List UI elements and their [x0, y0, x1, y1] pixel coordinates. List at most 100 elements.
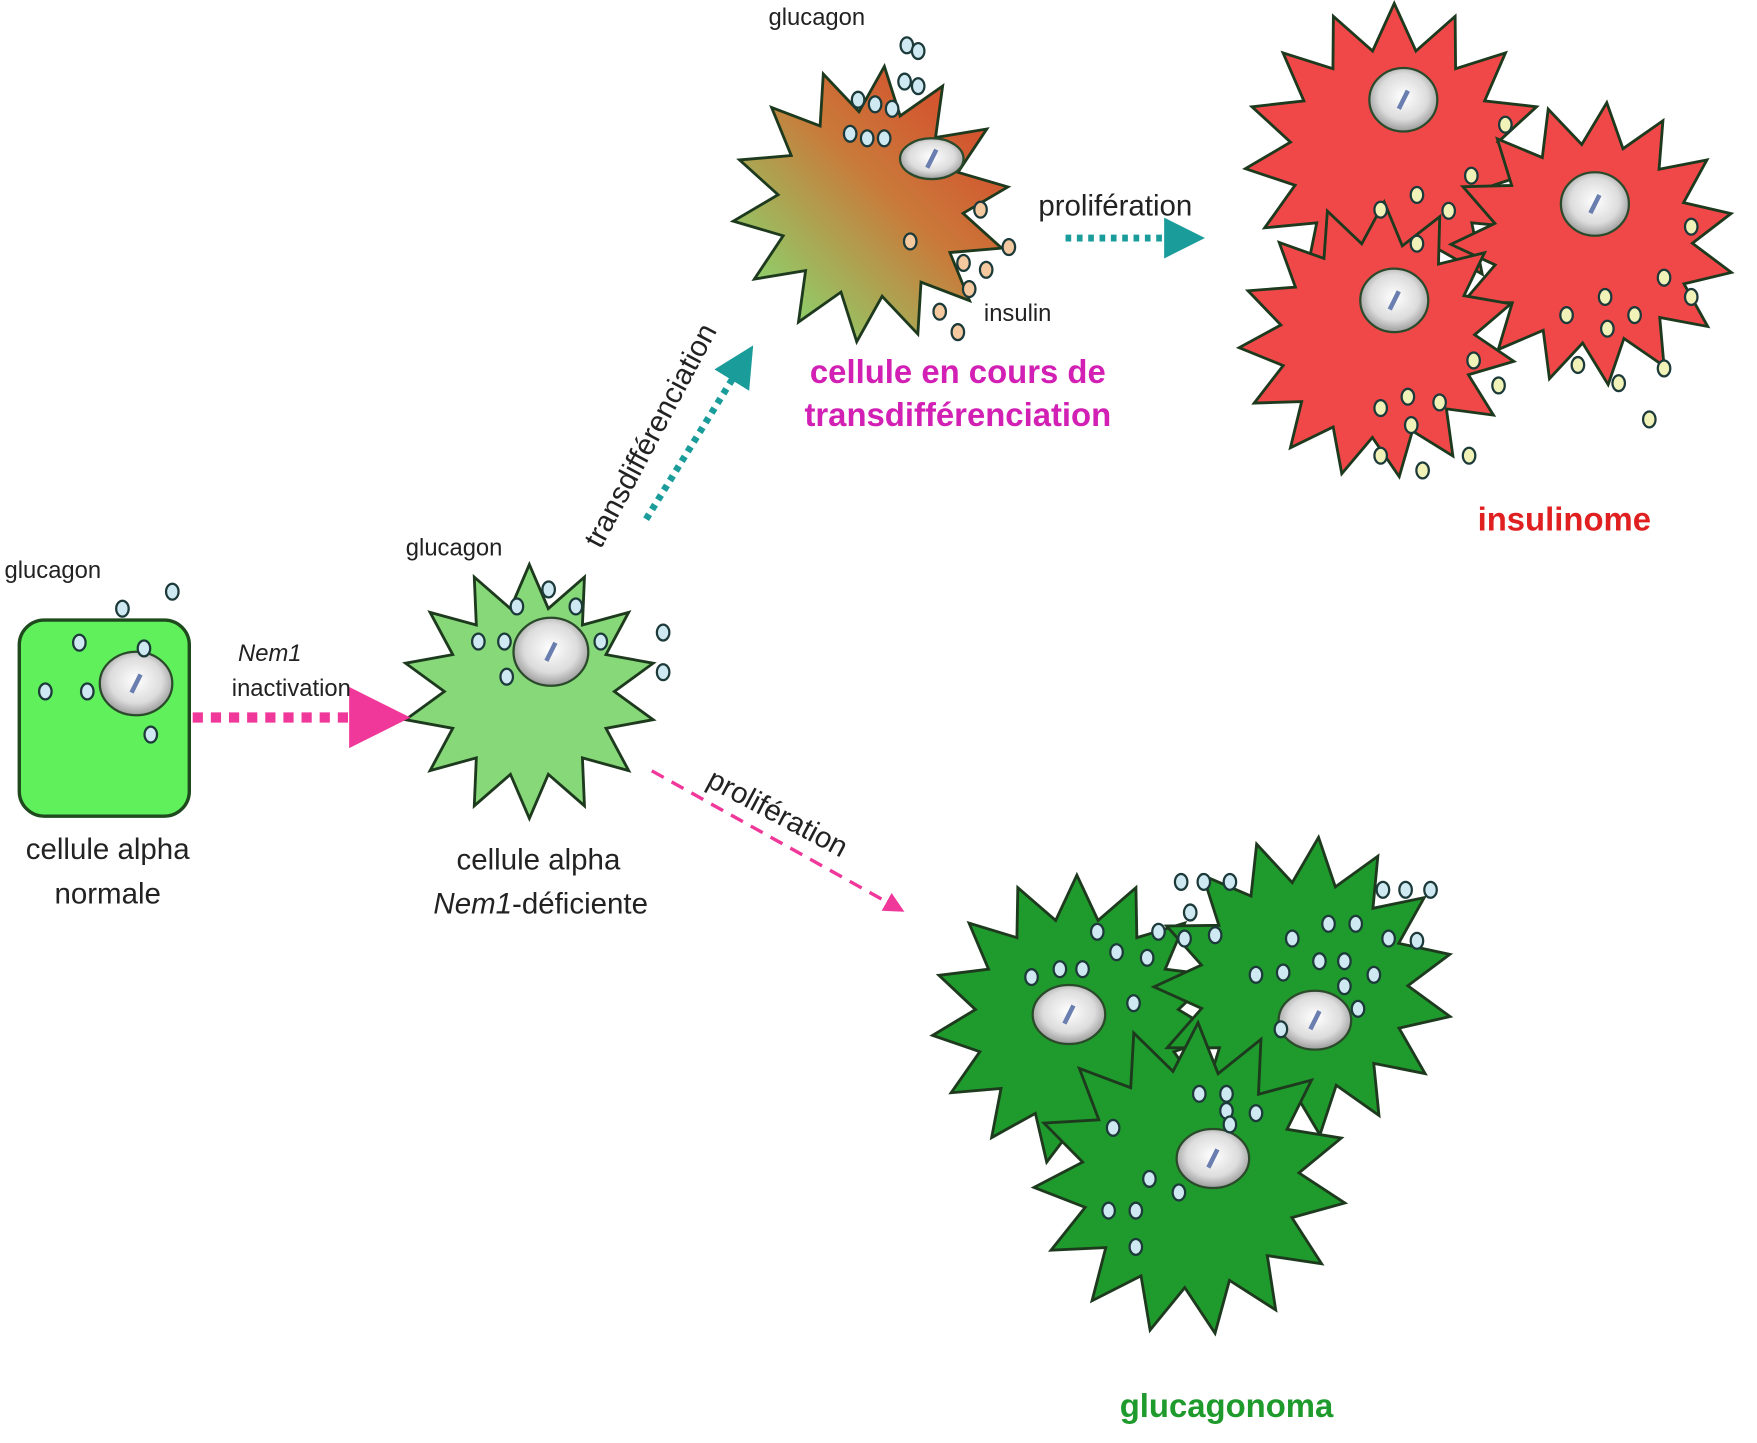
- chromatin-mark: [1062, 1004, 1076, 1025]
- glucagon-label-normal: glucagon: [5, 557, 102, 584]
- granule: [1656, 268, 1672, 287]
- chromatin-mark: [925, 148, 939, 169]
- granule: [1611, 374, 1627, 393]
- granule: [1415, 461, 1430, 480]
- granule: [1466, 351, 1481, 370]
- granule: [37, 682, 53, 701]
- glucagon-label-transdiff: glucagon: [769, 4, 866, 31]
- nucleus: [1175, 1127, 1251, 1190]
- granule: [978, 260, 994, 279]
- granule: [1182, 903, 1198, 922]
- nucleus: [1031, 983, 1107, 1046]
- granule: [1284, 929, 1300, 948]
- granule: [973, 200, 988, 219]
- granule: [1403, 416, 1419, 435]
- granule: [859, 129, 875, 148]
- granule: [1409, 185, 1425, 205]
- granule: [1248, 965, 1264, 984]
- granule: [1196, 872, 1212, 891]
- granule: [1597, 287, 1613, 307]
- insulinoma-proliferation-label: prolifération: [1038, 189, 1192, 222]
- granule: [932, 302, 948, 321]
- granule: [961, 279, 977, 299]
- chromatin-mark: [129, 673, 143, 694]
- nucleus: [1359, 267, 1430, 334]
- deficient-cell-label-1: cellule alpha: [457, 843, 621, 876]
- granule: [1273, 1020, 1289, 1039]
- nucleus: [1368, 66, 1439, 133]
- granule: [1381, 929, 1396, 948]
- granule: [897, 72, 912, 91]
- insulin-label: insulin: [984, 300, 1051, 327]
- granule: [1275, 963, 1291, 982]
- granule: [1337, 977, 1352, 996]
- chromatin-mark: [1396, 89, 1410, 110]
- granule: [884, 99, 900, 118]
- nem1-italic: Nem1: [433, 888, 512, 921]
- granule: [1350, 999, 1366, 1018]
- granule: [1398, 880, 1413, 899]
- granule: [1432, 393, 1447, 412]
- granule: [1423, 880, 1438, 899]
- granule: [568, 597, 584, 616]
- granule: [867, 95, 883, 114]
- granule: [1373, 399, 1389, 418]
- granule: [593, 632, 609, 651]
- granule: [1400, 387, 1416, 406]
- nucleus: [98, 650, 174, 717]
- granule: [1089, 922, 1105, 941]
- cells-layer: [17, 0, 1735, 1337]
- granule: [1441, 201, 1457, 220]
- transdiff-cell-label-1: cellule en cours de: [810, 353, 1106, 390]
- granule: [499, 667, 515, 686]
- granule: [1683, 287, 1699, 307]
- nucleus: [1559, 171, 1631, 237]
- granule: [1248, 1104, 1264, 1123]
- granule: [1656, 359, 1672, 378]
- granule: [1128, 1201, 1144, 1220]
- granule: [1321, 914, 1336, 933]
- granule: [1101, 1201, 1116, 1220]
- granule: [509, 597, 525, 616]
- granule: [79, 682, 95, 701]
- deficient-cell-label-2: Nem1-déficiente: [433, 888, 648, 921]
- granule: [1312, 952, 1327, 971]
- granule: [850, 90, 866, 109]
- granule: [1024, 968, 1039, 987]
- granule: [470, 632, 486, 651]
- insulinome-title: insulinome: [1478, 500, 1651, 537]
- glucagon-label-deficient: glucagon: [406, 534, 503, 561]
- nucleus: [512, 616, 590, 687]
- normal-cell-label-1: cellule alpha: [26, 833, 190, 866]
- granule: [136, 639, 152, 658]
- granule: [1366, 965, 1382, 984]
- granule: [1222, 872, 1238, 891]
- granule: [1139, 948, 1155, 967]
- transdifferentiation-arrow: [643, 345, 754, 521]
- granule: [1373, 446, 1389, 465]
- granule: [1109, 943, 1124, 962]
- glucagonoma-title: glucagonoma: [1120, 1387, 1334, 1424]
- granule: [143, 725, 159, 744]
- granule: [1151, 922, 1166, 941]
- granule: [1373, 200, 1389, 219]
- granule: [1461, 446, 1477, 465]
- nucleus: [898, 137, 965, 181]
- granule: [1105, 1118, 1121, 1137]
- granule: [902, 232, 918, 251]
- granule: [1600, 319, 1615, 338]
- granule: [1001, 238, 1017, 257]
- glucagonoma-proliferation-label: prolifération: [702, 763, 853, 864]
- granule: [910, 77, 926, 96]
- deficient-suffix: -déficiente: [512, 888, 648, 921]
- insulinoma-cell-right: [1447, 99, 1735, 388]
- granule: [1463, 166, 1479, 185]
- granule: [950, 323, 966, 342]
- granule: [1627, 306, 1642, 325]
- granule: [1075, 960, 1090, 979]
- granule: [1142, 1169, 1157, 1188]
- inactivation-label: inactivation: [232, 675, 351, 702]
- granule: [115, 599, 130, 618]
- granule: [1497, 115, 1513, 134]
